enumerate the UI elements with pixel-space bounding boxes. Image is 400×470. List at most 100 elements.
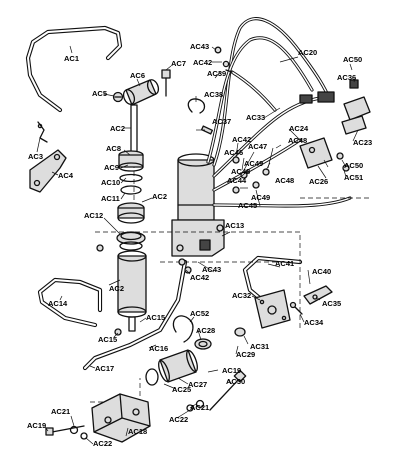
callout-ac2: AC2 (152, 192, 167, 201)
callout-ac46: AC46 (224, 148, 243, 157)
callout-ac49: AC49 (244, 159, 263, 168)
callout-ac8: AC8 (106, 144, 121, 153)
callout-ac3: AC3 (28, 152, 43, 161)
callout-ac21: AC21 (51, 407, 70, 416)
callout-ac12: AC12 (84, 211, 103, 220)
ram-cylinder (117, 250, 147, 332)
callout-ac24: AC24 (289, 124, 309, 133)
callout-ac43: AC43 (202, 265, 221, 274)
callout-ac27: AC27 (188, 380, 207, 389)
callout-ac33: AC33 (246, 113, 265, 122)
callout-labels: AC1 AC5 AC6 AC7 AC2 AC3 AC4 AC8 AC9 AC10… (27, 42, 372, 448)
callout-ac15: AC15 (146, 313, 165, 322)
callout-ac20: AC20 (298, 48, 317, 57)
callout-ac22: AC22 (93, 439, 112, 448)
callout-ac16: AC16 (149, 344, 168, 353)
o-ring (145, 368, 159, 386)
callout-ac22: AC22 (169, 415, 188, 424)
callout-ac23: AC23 (353, 138, 372, 147)
seal (234, 327, 246, 337)
bolt (161, 69, 171, 97)
callout-ac2: AC2 (110, 124, 125, 133)
callout-ac45: AC45 (238, 201, 257, 210)
long-bolt (209, 369, 247, 411)
callout-ac26: AC26 (309, 177, 328, 186)
callout-ac6: AC6 (130, 71, 145, 80)
callout-ac51: AC51 (344, 173, 363, 182)
callout-ac41: AC41 (275, 259, 294, 268)
callout-ac18: AC18 (128, 427, 147, 436)
relay-small (349, 79, 359, 89)
callout-ac29: AC29 (236, 350, 255, 359)
valve-block (254, 289, 291, 329)
callout-ac50: AC50 (343, 55, 362, 64)
callout-ac44: AC44 (227, 176, 247, 185)
spring-clip (187, 98, 206, 114)
leader-lines (36, 45, 359, 445)
washers (69, 399, 205, 440)
callout-ac48: AC48 (288, 136, 307, 145)
callout-ac15: AC15 (98, 335, 117, 344)
handle-rod (25, 25, 123, 113)
callout-ac25: AC25 (172, 385, 191, 394)
callout-ac37: AC37 (212, 117, 231, 126)
callout-ac30: AC30 (226, 377, 245, 386)
callout-ac42: AC42 (232, 135, 251, 144)
callout-ac43: AC43 (190, 42, 209, 51)
clip (37, 121, 48, 143)
screw-small (112, 91, 124, 103)
callout-ac42: AC42 (190, 273, 209, 282)
callout-ac5: AC5 (92, 89, 107, 98)
pin (200, 125, 214, 135)
callout-ac42: AC42 (193, 58, 212, 67)
callout-ac31: AC31 (250, 342, 269, 351)
return-line (37, 277, 103, 328)
callout-ac10: AC10 (101, 178, 120, 187)
handle-grip (122, 79, 160, 106)
callout-ac17: AC17 (95, 364, 114, 373)
callout-ac11: AC11 (101, 194, 120, 203)
callout-ac2: AC2 (109, 284, 124, 293)
callout-ac7: AC7 (171, 59, 186, 68)
snap-ring (172, 315, 194, 343)
callout-ac19: AC19 (27, 421, 46, 430)
callout-ac9: AC9 (104, 163, 119, 172)
pressure-line (82, 259, 188, 371)
callout-ac1: AC1 (64, 54, 79, 63)
relay (341, 96, 371, 135)
bracket (29, 149, 67, 193)
callout-ac39: AC39 (207, 69, 226, 78)
manifold (91, 393, 151, 443)
callout-ac19: AC19 (222, 366, 241, 375)
callout-ac32: AC32 (232, 291, 251, 300)
callout-ac21: AC21 (190, 403, 209, 412)
wire-harness (206, 17, 352, 208)
fitting (194, 338, 212, 350)
callout-ac52: AC52 (190, 309, 209, 318)
callout-ac34: AC34 (304, 318, 324, 327)
callout-ac49: AC49 (251, 193, 270, 202)
callout-ac4: AC4 (58, 171, 74, 180)
piston (158, 349, 198, 383)
ring-clamp (116, 231, 146, 251)
callout-ac14: AC14 (48, 299, 68, 308)
callout-ac28: AC28 (196, 326, 215, 335)
link-bracket (303, 285, 333, 305)
callout-ac35: AC35 (322, 299, 341, 308)
screw-ac34 (289, 301, 303, 315)
callout-ac48: AC48 (231, 167, 250, 176)
terminal-studs (232, 152, 350, 194)
small-fittings (96, 46, 233, 336)
callout-ac48: AC48 (275, 176, 294, 185)
bracket-line (242, 255, 303, 303)
callout-ac13: AC13 (225, 221, 244, 230)
reservoir-cap-stack (117, 150, 145, 224)
callout-ac36: AC36 (337, 73, 356, 82)
callout-ac38: AC38 (204, 90, 223, 99)
callout-ac50: AC50 (344, 161, 363, 170)
bolt-left (45, 425, 85, 436)
callout-ac47: AC47 (248, 142, 267, 151)
callout-ac40: AC40 (312, 267, 331, 276)
motor-pump-assembly (171, 153, 225, 257)
